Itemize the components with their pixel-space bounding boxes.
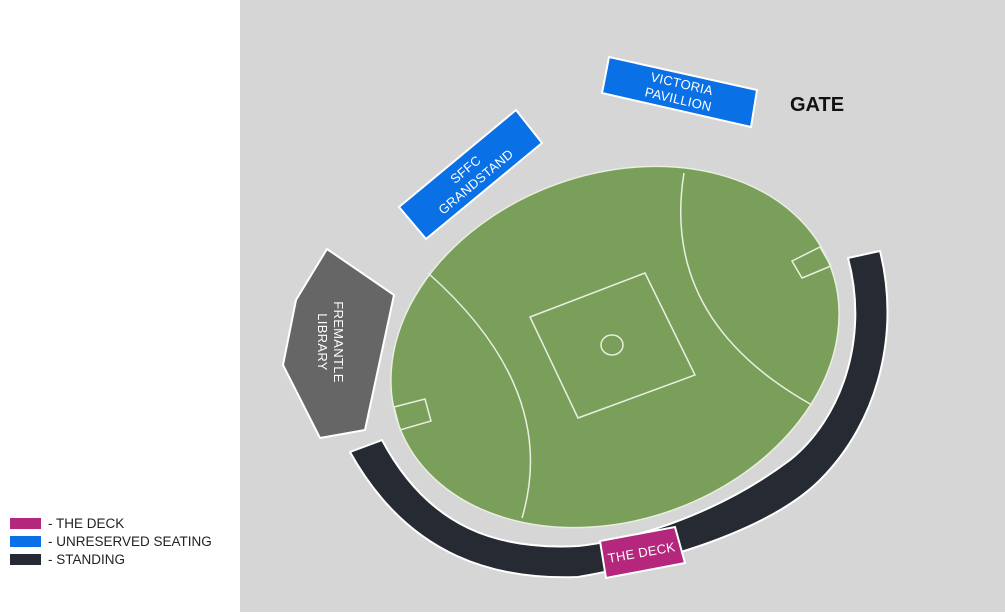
centre-square	[528, 272, 697, 419]
fremantle-library-label-line1: FREMANTLE	[331, 301, 346, 382]
legend-item-the-deck: - THE DECK	[10, 514, 212, 532]
fremantle-library-shape[interactable]	[282, 248, 395, 439]
left-arc-line	[427, 272, 532, 519]
legend: - THE DECK - UNRESERVED SEATING - STANDI…	[10, 514, 212, 568]
left-panel	[0, 0, 240, 615]
legend-label-standing: - STANDING	[48, 551, 125, 567]
legend-label-unreserved-seating: - UNRESERVED SEATING	[48, 533, 212, 549]
the-deck-shape[interactable]	[598, 525, 687, 580]
the-deck-section[interactable]: THE DECK	[598, 525, 687, 580]
fremantle-library-label-line2: LIBRARY	[315, 313, 330, 371]
playing-field	[390, 165, 840, 529]
legend-swatch-standing	[10, 553, 41, 565]
left-goal-square	[393, 398, 432, 431]
right-arc-line	[680, 172, 813, 406]
standing-section[interactable]	[349, 250, 889, 579]
right-goal-square	[790, 246, 833, 279]
legend-item-unreserved-seating: - UNRESERVED SEATING	[10, 532, 212, 550]
legend-swatch-the-deck	[10, 517, 41, 529]
centre-circle	[600, 334, 624, 356]
legend-item-standing: - STANDING	[10, 550, 212, 568]
fremantle-library-section[interactable]: FREMANTLE LIBRARY	[282, 248, 395, 439]
victoria-pavillion-shape[interactable]	[600, 55, 759, 129]
gate-label: GATE	[790, 94, 844, 116]
legend-swatch-unreserved-seating	[10, 535, 41, 547]
victoria-pavillion-section[interactable]: VICTORIA PAVILLION	[600, 55, 759, 129]
legend-label-the-deck: - THE DECK	[48, 515, 125, 531]
sffc-grandstand-shape[interactable]	[397, 108, 544, 241]
